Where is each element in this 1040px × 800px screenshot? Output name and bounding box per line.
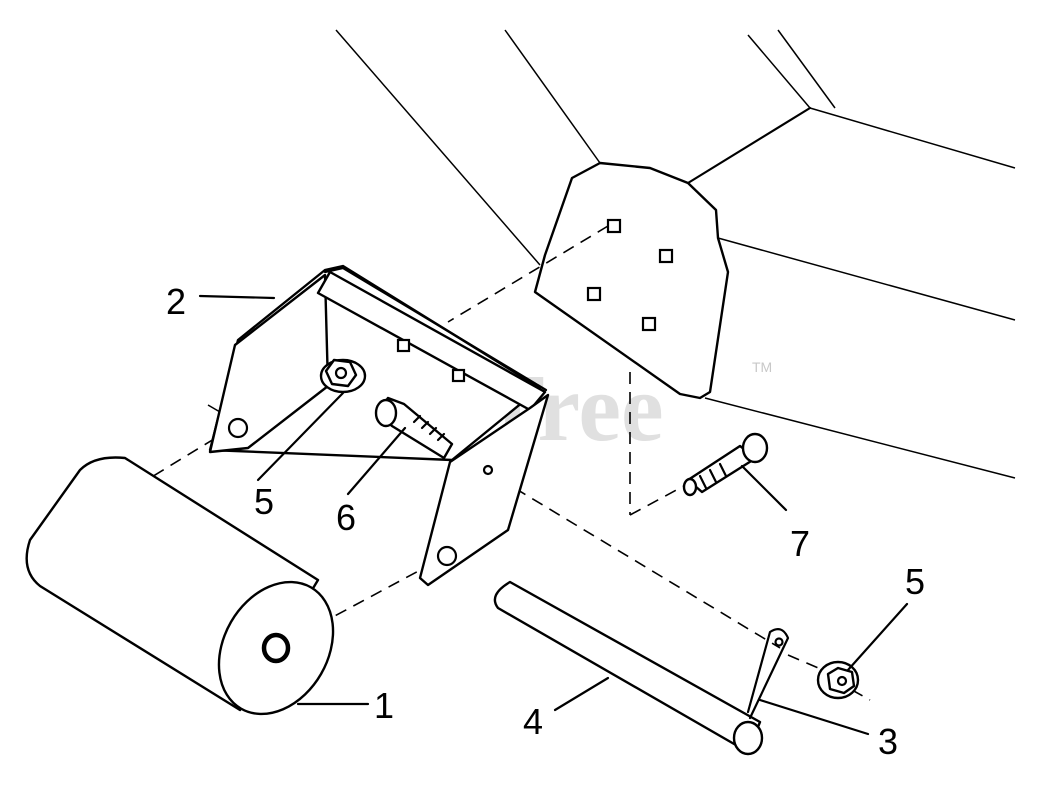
callout-3: 3 [878, 721, 898, 762]
callout-5-upper: 5 [254, 481, 274, 522]
callout-7: 7 [790, 523, 810, 564]
callout-2: 2 [166, 281, 186, 322]
deck-mounting-plate [533, 161, 730, 400]
flange-nut-upper [319, 358, 367, 394]
roller-axle-hole [261, 632, 291, 664]
u-bracket [207, 264, 550, 587]
bracket-square-hole [396, 338, 411, 353]
axle-pin [493, 580, 764, 756]
bracket-hole [227, 417, 249, 439]
mower-deck [335, 29, 1016, 479]
bracket-square-hole [451, 368, 466, 383]
roller [25, 456, 335, 716]
plate-hole [606, 218, 622, 234]
hairpin-clip [746, 628, 790, 720]
callout-labels: 2 1 5 6 4 3 7 5 [166, 281, 925, 762]
flange-nut-lower [816, 660, 860, 700]
plate-hole [586, 286, 602, 302]
shoulder-bolt [682, 432, 769, 497]
callout-6: 6 [336, 497, 356, 538]
bracket-hole [482, 464, 494, 476]
callout-1: 1 [374, 685, 394, 726]
plate-hole [658, 248, 674, 264]
watermark-trademark: TM [752, 359, 772, 375]
carriage-bolt [374, 396, 454, 460]
callout-5-lower: 5 [905, 561, 925, 602]
bracket-hole [436, 545, 458, 567]
leader-lines [198, 294, 909, 736]
plate-hole [641, 316, 657, 332]
callout-4: 4 [523, 701, 543, 742]
